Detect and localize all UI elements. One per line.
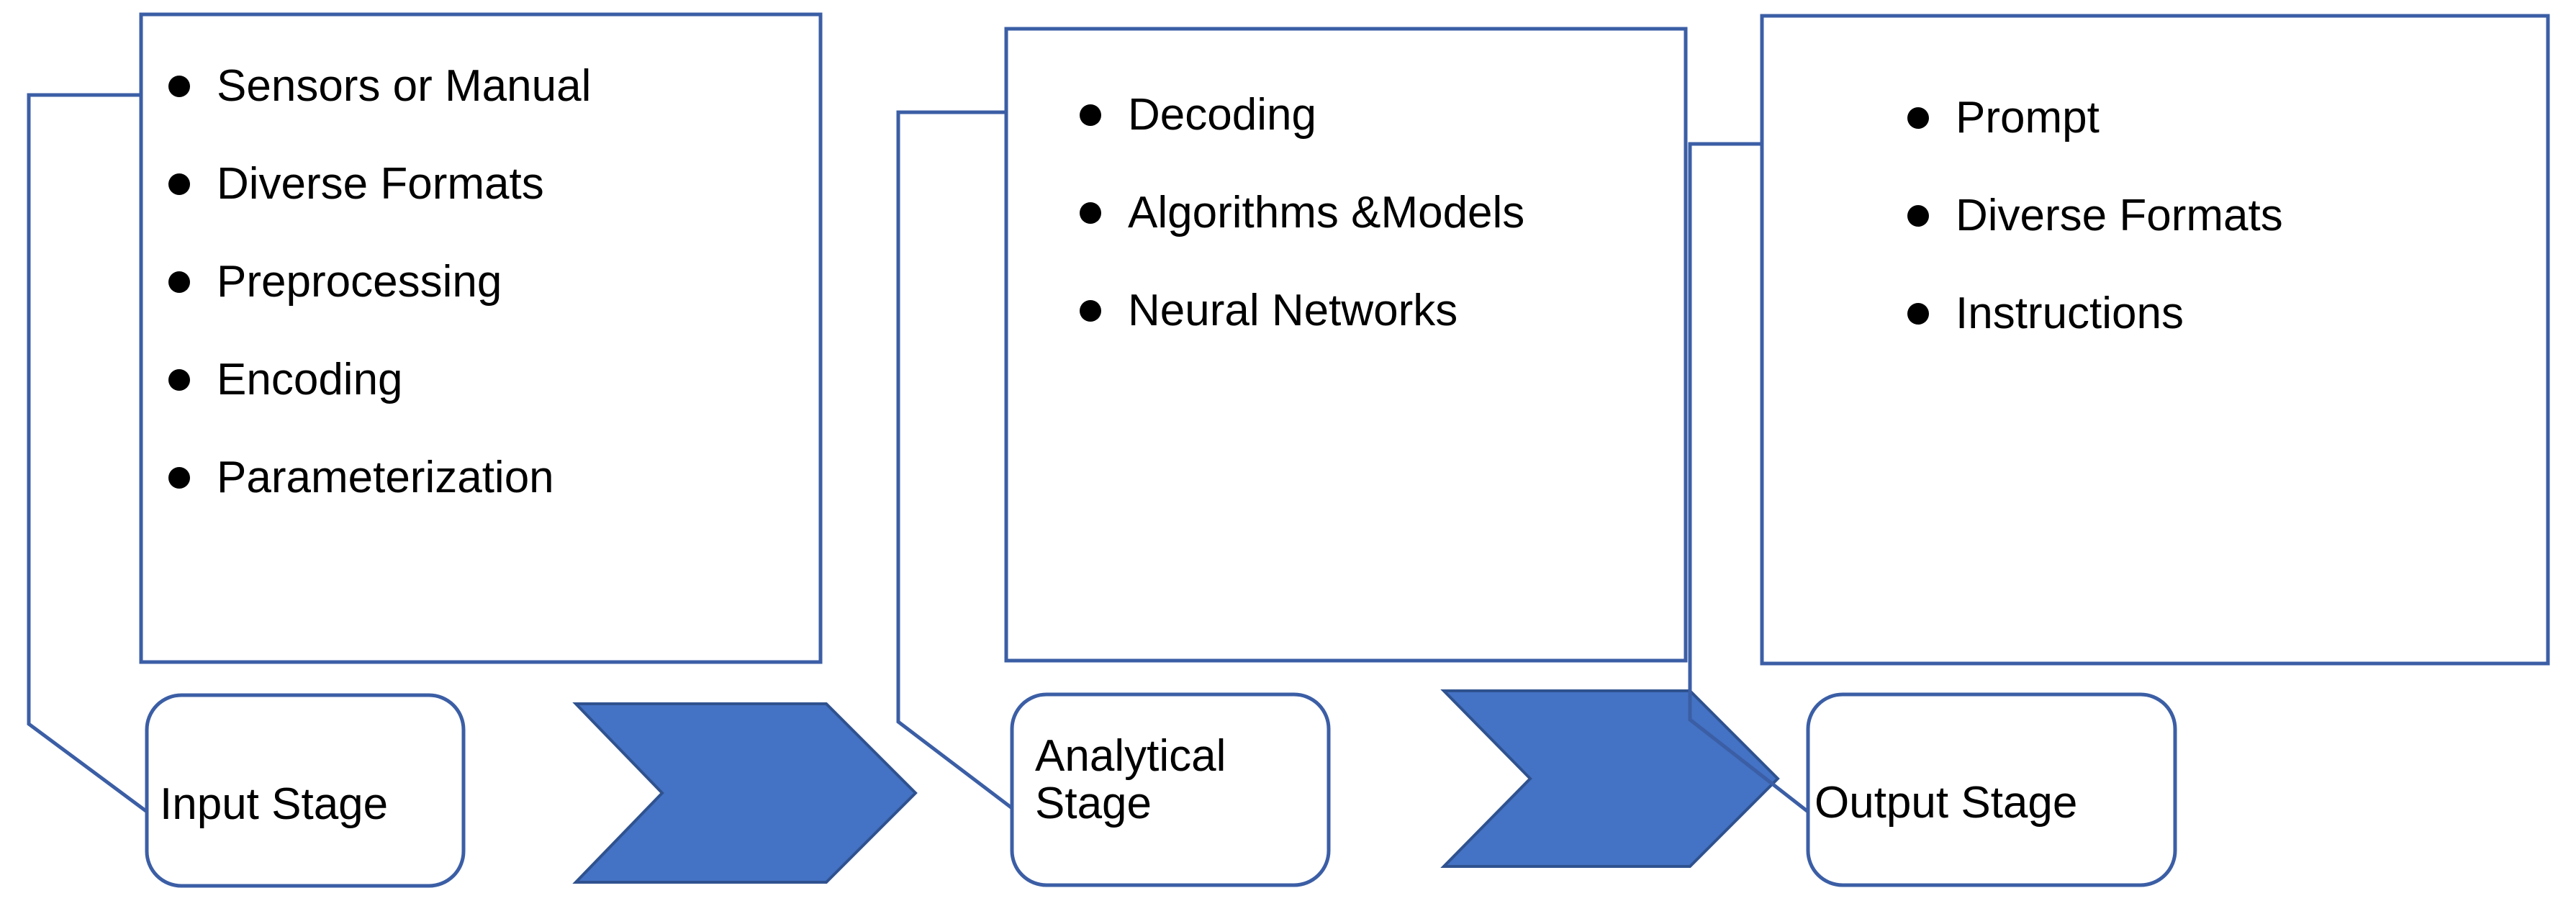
bullet-dot-icon: [1907, 303, 1929, 325]
list-item-label: Decoding: [1128, 90, 1316, 140]
list-item: Decoding: [1080, 66, 1524, 164]
bullet-dot-icon: [168, 467, 190, 489]
stage-pill-analytical[interactable]: [1010, 692, 1331, 887]
chevron-right-icon-1: [572, 702, 918, 884]
list-item-label: Algorithms &Models: [1128, 188, 1525, 237]
stage-label-output: Output Stage: [1815, 778, 2078, 828]
bullet-dot-icon: [1080, 202, 1101, 224]
list-item-label: Diverse Formats: [1956, 191, 2283, 240]
list-item-label: Instructions: [1956, 289, 2184, 338]
bullet-dot-icon: [1080, 300, 1101, 322]
bullet-list-output: Prompt Diverse Formats Instructions: [1907, 69, 2283, 363]
list-item-label: Preprocessing: [217, 257, 502, 307]
callout-box-input: [139, 12, 823, 664]
list-item-label: Encoding: [217, 355, 403, 404]
bullet-list-input: Sensors or Manual Diverse Formats Prepro…: [168, 37, 591, 527]
bullet-dot-icon: [168, 271, 190, 293]
stage-label-analytical: Analytical Stage: [1035, 731, 1226, 828]
list-item: Parameterization: [168, 429, 591, 527]
list-item-label: Parameterization: [217, 453, 554, 502]
callout-leader-line-input: [27, 93, 187, 843]
bullet-dot-icon: [1080, 104, 1101, 126]
list-item: Diverse Formats: [168, 135, 591, 233]
list-item: Neural Networks: [1080, 262, 1524, 360]
list-item: Algorithms &Models: [1080, 164, 1524, 262]
chevron-right-icon-2: [1440, 689, 1780, 868]
list-item: Encoding: [168, 331, 591, 429]
bullet-dot-icon: [1907, 205, 1929, 227]
list-item: Diverse Formats: [1907, 167, 2283, 265]
list-item: Prompt: [1907, 69, 2283, 167]
list-item: Instructions: [1907, 265, 2283, 363]
bullet-list-analytical: Decoding Algorithms &Models Neural Netwo…: [1080, 66, 1524, 360]
bullet-dot-icon: [168, 173, 190, 195]
list-item-label: Neural Networks: [1128, 286, 1458, 335]
bullet-dot-icon: [1907, 107, 1929, 129]
list-item-label: Diverse Formats: [217, 159, 544, 209]
list-item: Sensors or Manual: [168, 37, 591, 135]
list-item: Preprocessing: [168, 233, 591, 331]
callout-leader-line-output: [1688, 142, 1809, 813]
stage-pill-input[interactable]: [145, 693, 466, 888]
callout-box-output: [1760, 14, 2550, 666]
bullet-dot-icon: [168, 76, 190, 97]
callout-box-analytical: [1004, 27, 1688, 663]
callout-leader-line-analytical: [896, 110, 1052, 839]
stage-pill-output[interactable]: [1806, 692, 2177, 887]
stage-label-input: Input Stage: [160, 779, 389, 829]
bullet-dot-icon: [168, 369, 190, 391]
list-item-label: Prompt: [1956, 93, 2100, 142]
list-item-label: Sensors or Manual: [217, 61, 592, 111]
